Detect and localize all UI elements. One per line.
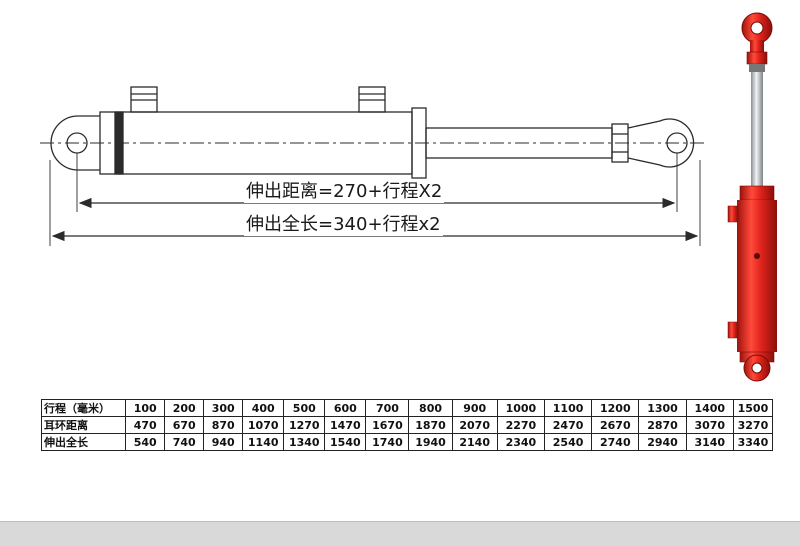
row-header: 伸出全长	[40, 433, 127, 451]
cylinder-line-drawing	[40, 86, 705, 246]
table-row-extended-length: 伸出全长 540 740 940 1140 1340 1540 1740 194…	[40, 433, 774, 451]
row-header: 耳环距离	[40, 416, 127, 434]
table-cell: 2940	[638, 433, 687, 451]
table-row-stroke: 行程（毫米） 100 200 300 400 500 600 700 800 9…	[40, 399, 774, 417]
table-cell: 3270	[732, 416, 774, 434]
table-cell: 3140	[685, 433, 734, 451]
table-cell: 900	[451, 399, 498, 417]
table-cell: 1200	[591, 399, 640, 417]
table-cell: 1000	[496, 399, 545, 417]
table-cell: 2140	[451, 433, 498, 451]
rod-eye	[627, 118, 695, 168]
table-cell: 600	[324, 399, 367, 417]
table-cell: 100	[125, 399, 166, 417]
photo-rod	[751, 72, 763, 186]
table-cell: 800	[408, 399, 453, 417]
cylinder-drawing	[40, 12, 777, 382]
table-cell: 1270	[283, 416, 326, 434]
table-row-eye-distance: 耳环距离 470 670 870 1070 1270 1470 1670 187…	[40, 416, 774, 434]
table-cell: 940	[203, 433, 244, 451]
table-cell: 3070	[685, 416, 734, 434]
table-cell: 2540	[543, 433, 593, 451]
table-cell: 1140	[242, 433, 285, 451]
barrel-band	[114, 111, 124, 175]
table-cell: 2470	[543, 416, 593, 434]
photo-barrel	[737, 200, 777, 352]
table-cell: 500	[283, 399, 326, 417]
table-cell: 670	[164, 416, 205, 434]
table-cell: 400	[242, 399, 285, 417]
table-cell: 1670	[365, 416, 410, 434]
table-cell: 1470	[324, 416, 367, 434]
table-cell: 540	[125, 433, 166, 451]
table-cell: 700	[365, 399, 410, 417]
extended-length-label: 伸出全长=340+行程x2	[244, 214, 443, 236]
table-cell: 3340	[732, 433, 774, 451]
table-cell: 1070	[242, 416, 285, 434]
table-cell: 2270	[496, 416, 545, 434]
table-cell: 2670	[591, 416, 640, 434]
table-cell: 1300	[638, 399, 687, 417]
table-cell: 870	[203, 416, 244, 434]
table-cell: 2070	[451, 416, 498, 434]
extended-distance-label: 伸出距离=270+行程X2	[244, 181, 445, 203]
table-cell: 1940	[408, 433, 453, 451]
table-cell: 1340	[283, 433, 326, 451]
table-cell: 1400	[685, 399, 734, 417]
red-cylinder-photo	[727, 12, 777, 382]
left-eye	[50, 115, 100, 171]
lock-nut	[611, 123, 629, 163]
spec-table: 行程（毫米） 100 200 300 400 500 600 700 800 9…	[40, 399, 774, 451]
table-cell: 1740	[365, 433, 410, 451]
table-cell: 470	[125, 416, 166, 434]
table-cell: 200	[164, 399, 205, 417]
table-cell: 2740	[591, 433, 640, 451]
table-cell: 2870	[638, 416, 687, 434]
table-cell: 1100	[543, 399, 593, 417]
table-cell: 1500	[732, 399, 774, 417]
table-cell: 1870	[408, 416, 453, 434]
table-cell: 1540	[324, 433, 367, 451]
table-cell: 2340	[496, 433, 545, 451]
row-header: 行程（毫米）	[40, 399, 127, 417]
table-cell: 740	[164, 433, 205, 451]
table-cell: 300	[203, 399, 244, 417]
bottom-bar	[0, 521, 800, 546]
